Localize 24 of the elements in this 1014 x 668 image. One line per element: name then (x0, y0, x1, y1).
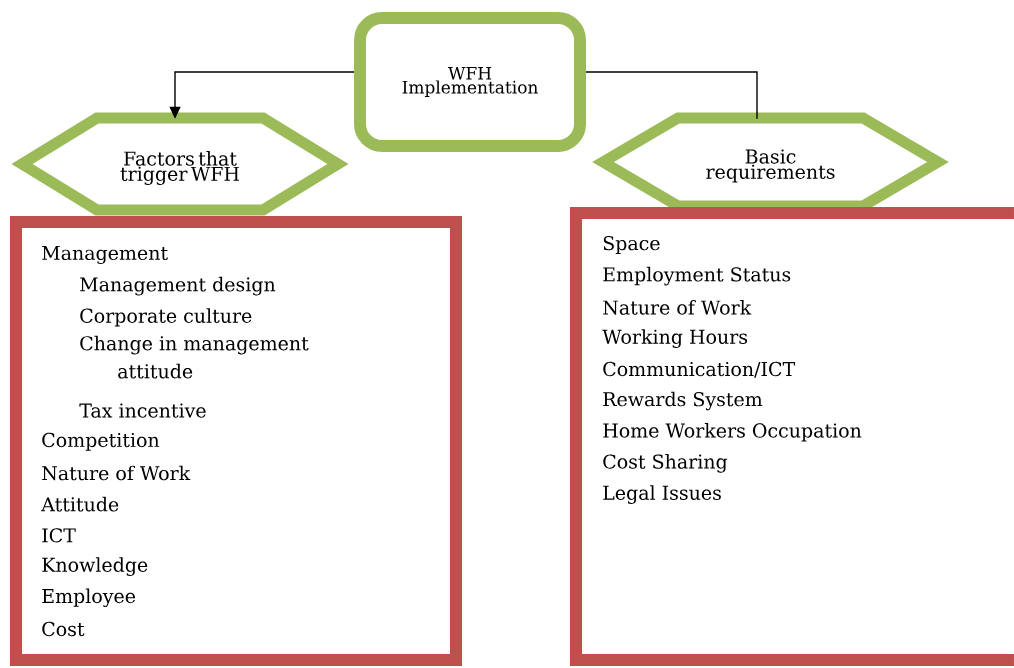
list-item: Nature of Work (603, 300, 752, 315)
list-item: Rewards System (603, 391, 763, 411)
list-item: Competition (42, 432, 160, 451)
list-item: Attitude (41, 496, 119, 512)
list-item: Management design (80, 276, 276, 296)
list-item: Corporate culture (80, 308, 252, 327)
list-item: Working Hours (602, 329, 748, 348)
list-item: ICT (42, 528, 76, 543)
list-item: Cost (42, 621, 85, 637)
list-item: Change in management attitude (80, 335, 309, 379)
list-item: Management (42, 245, 168, 265)
list-item: Space (603, 235, 660, 254)
list-item: Home Workers Occupation (603, 423, 862, 442)
list-item: Tax incentive (79, 403, 206, 418)
rounded-box: WFH Implementation (354, 12, 586, 152)
list-item: Employee (42, 588, 136, 608)
list-item: Cost Sharing (603, 454, 728, 473)
list-box (570, 207, 1014, 666)
list-item: Legal Issues (603, 485, 721, 504)
list-item: Employment Status (603, 266, 791, 286)
list-item: Knowledge (42, 557, 148, 576)
list-item: Nature of Work (42, 465, 191, 481)
list-box (10, 216, 462, 666)
list-item: Communication/ICT (603, 361, 796, 378)
